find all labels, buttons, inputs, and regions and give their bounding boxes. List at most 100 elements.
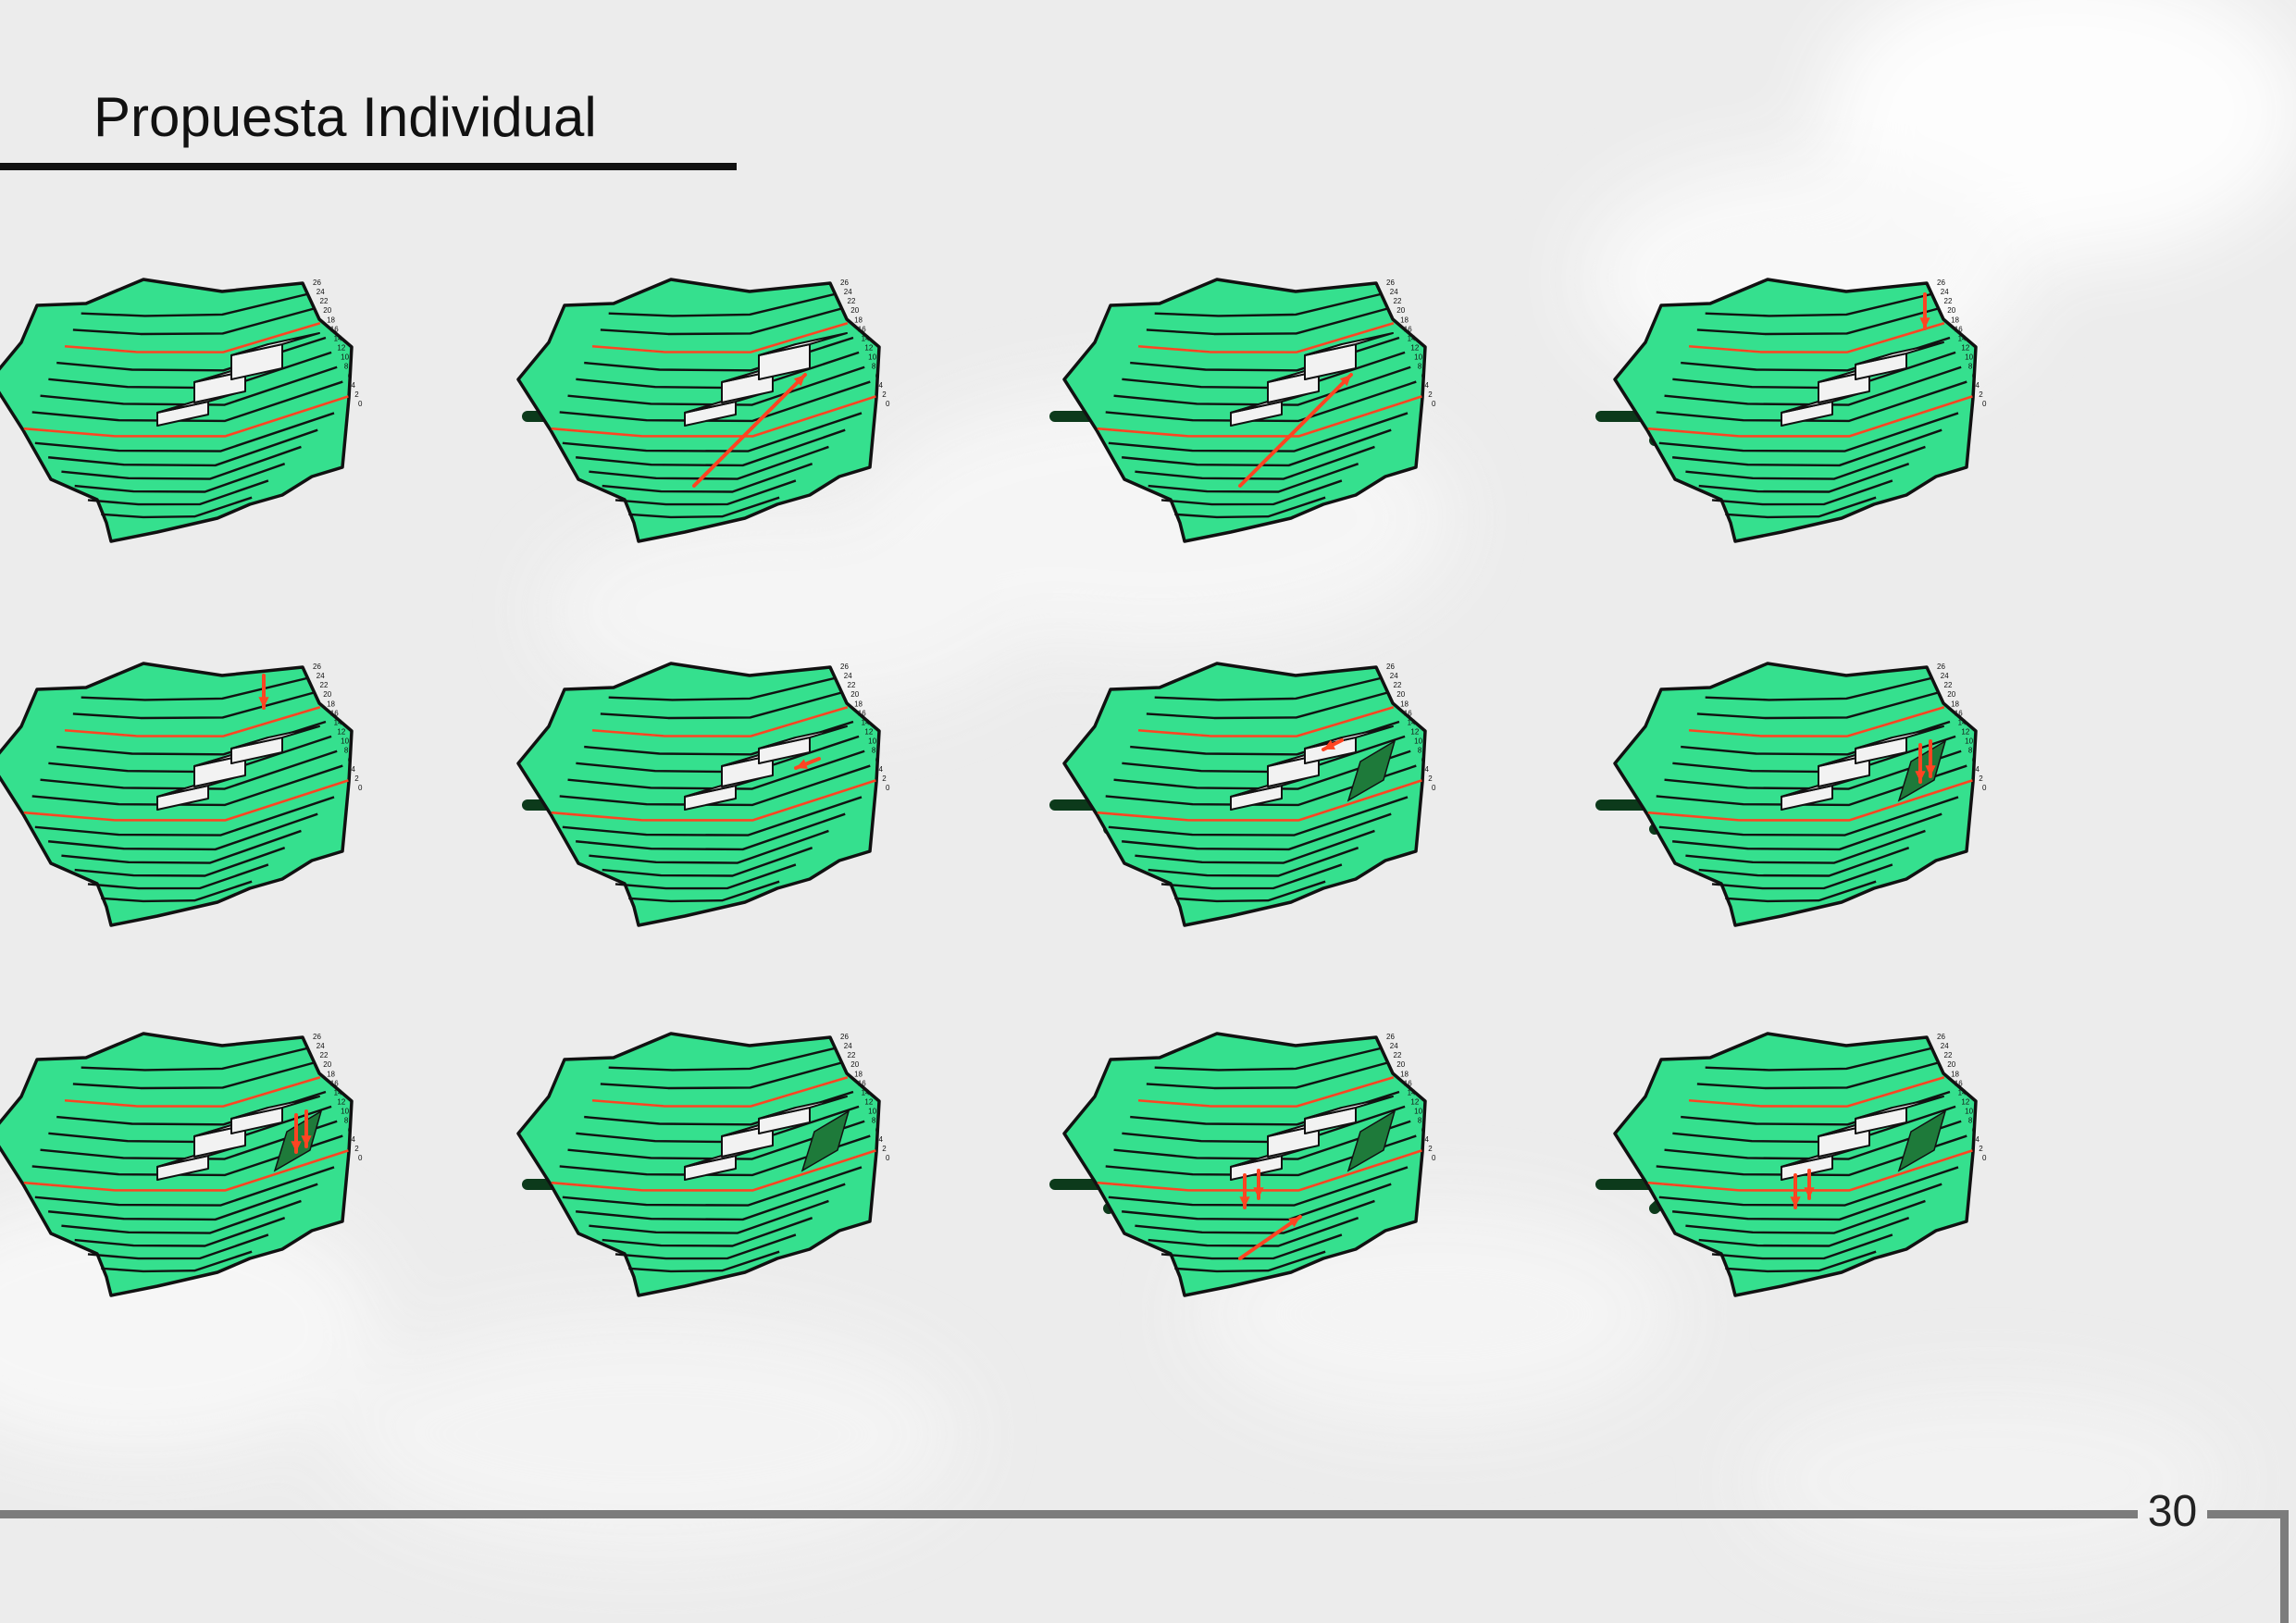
svg-text:12: 12 [337,728,345,737]
svg-text:8: 8 [1968,747,1973,755]
svg-text:2: 2 [354,390,359,399]
svg-text:4: 4 [1424,1135,1429,1144]
svg-text:26: 26 [1937,1033,1945,1041]
svg-text:2: 2 [354,774,359,783]
svg-text:4: 4 [1424,765,1429,774]
svg-text:12: 12 [1961,728,1969,737]
svg-text:6: 6 [875,1126,880,1134]
svg-text:14: 14 [334,718,342,726]
svg-text:26: 26 [840,1033,849,1041]
diagram-step-2: 26242220181614121086420 [518,279,890,541]
svg-text:18: 18 [854,316,863,324]
svg-text:26: 26 [840,663,849,671]
svg-text:24: 24 [1941,1042,1949,1050]
svg-text:12: 12 [864,728,873,737]
svg-text:8: 8 [1418,363,1422,371]
svg-text:12: 12 [1410,728,1419,737]
svg-text:8: 8 [1968,1117,1973,1125]
svg-text:12: 12 [1961,1098,1969,1107]
svg-text:10: 10 [1414,353,1422,362]
svg-text:22: 22 [320,1051,329,1059]
svg-text:6: 6 [1421,756,1426,764]
svg-text:14: 14 [862,1088,870,1096]
svg-text:16: 16 [1404,1079,1412,1087]
svg-text:0: 0 [1982,1154,1987,1162]
svg-text:20: 20 [850,690,859,699]
svg-text:0: 0 [886,1154,890,1162]
footer-rule-right [2207,1510,2289,1518]
svg-text:20: 20 [1947,1060,1955,1069]
svg-text:22: 22 [848,1051,856,1059]
svg-text:16: 16 [330,709,339,717]
svg-text:22: 22 [320,297,329,305]
svg-text:2: 2 [1979,774,1983,783]
svg-text:16: 16 [1955,709,1963,717]
svg-text:12: 12 [1410,344,1419,353]
svg-text:16: 16 [330,325,339,333]
svg-text:4: 4 [351,1135,355,1144]
svg-text:14: 14 [1408,334,1416,342]
svg-text:2: 2 [1979,390,1983,399]
svg-text:18: 18 [854,1070,863,1078]
svg-text:0: 0 [886,400,890,408]
svg-text:20: 20 [1947,690,1955,699]
svg-text:4: 4 [1975,381,1980,390]
svg-text:26: 26 [1937,279,1945,287]
svg-text:20: 20 [1947,306,1955,315]
svg-text:18: 18 [1951,700,1959,708]
footer-rule [0,1510,2138,1518]
svg-text:24: 24 [1390,1042,1398,1050]
svg-text:14: 14 [1958,1088,1967,1096]
svg-text:20: 20 [323,1060,331,1069]
svg-text:20: 20 [1396,1060,1405,1069]
svg-text:2: 2 [882,1145,887,1153]
svg-text:16: 16 [1404,709,1412,717]
svg-text:16: 16 [330,1079,339,1087]
diagram-step-7: 26242220181614121086420 [1064,663,1436,925]
diagram-step-1: 26242220181614121086420 [0,279,363,541]
svg-text:8: 8 [344,363,349,371]
svg-text:0: 0 [358,1154,363,1162]
svg-text:18: 18 [327,1070,335,1078]
svg-text:20: 20 [850,1060,859,1069]
svg-text:12: 12 [1410,1098,1419,1107]
svg-text:4: 4 [1975,1135,1980,1144]
svg-text:14: 14 [1408,718,1416,726]
svg-text:10: 10 [868,1108,876,1116]
svg-text:22: 22 [320,681,329,689]
svg-text:0: 0 [358,784,363,792]
svg-text:22: 22 [1394,1051,1402,1059]
svg-text:8: 8 [872,747,876,755]
svg-text:6: 6 [1972,756,1977,764]
svg-text:12: 12 [337,344,345,353]
svg-text:6: 6 [1972,1126,1977,1134]
svg-text:24: 24 [844,1042,852,1050]
svg-text:22: 22 [1944,297,1953,305]
svg-text:0: 0 [1432,400,1436,408]
svg-text:12: 12 [1961,344,1969,353]
svg-text:22: 22 [1394,681,1402,689]
svg-text:0: 0 [1432,784,1436,792]
svg-text:10: 10 [868,353,876,362]
diagram-step-9: 26242220181614121086420 [0,1033,363,1295]
svg-text:26: 26 [1937,663,1945,671]
svg-text:24: 24 [316,1042,325,1050]
svg-text:2: 2 [882,774,887,783]
svg-text:10: 10 [1965,353,1973,362]
svg-text:10: 10 [341,1108,349,1116]
svg-text:14: 14 [1958,718,1967,726]
svg-text:10: 10 [341,353,349,362]
svg-text:26: 26 [840,279,849,287]
svg-text:22: 22 [1394,297,1402,305]
svg-text:12: 12 [864,1098,873,1107]
svg-text:4: 4 [878,1135,883,1144]
svg-text:16: 16 [1404,325,1412,333]
svg-text:24: 24 [844,288,852,296]
svg-text:8: 8 [872,363,876,371]
svg-text:26: 26 [1386,1033,1395,1041]
svg-text:20: 20 [1396,306,1405,315]
svg-text:26: 26 [313,1033,321,1041]
